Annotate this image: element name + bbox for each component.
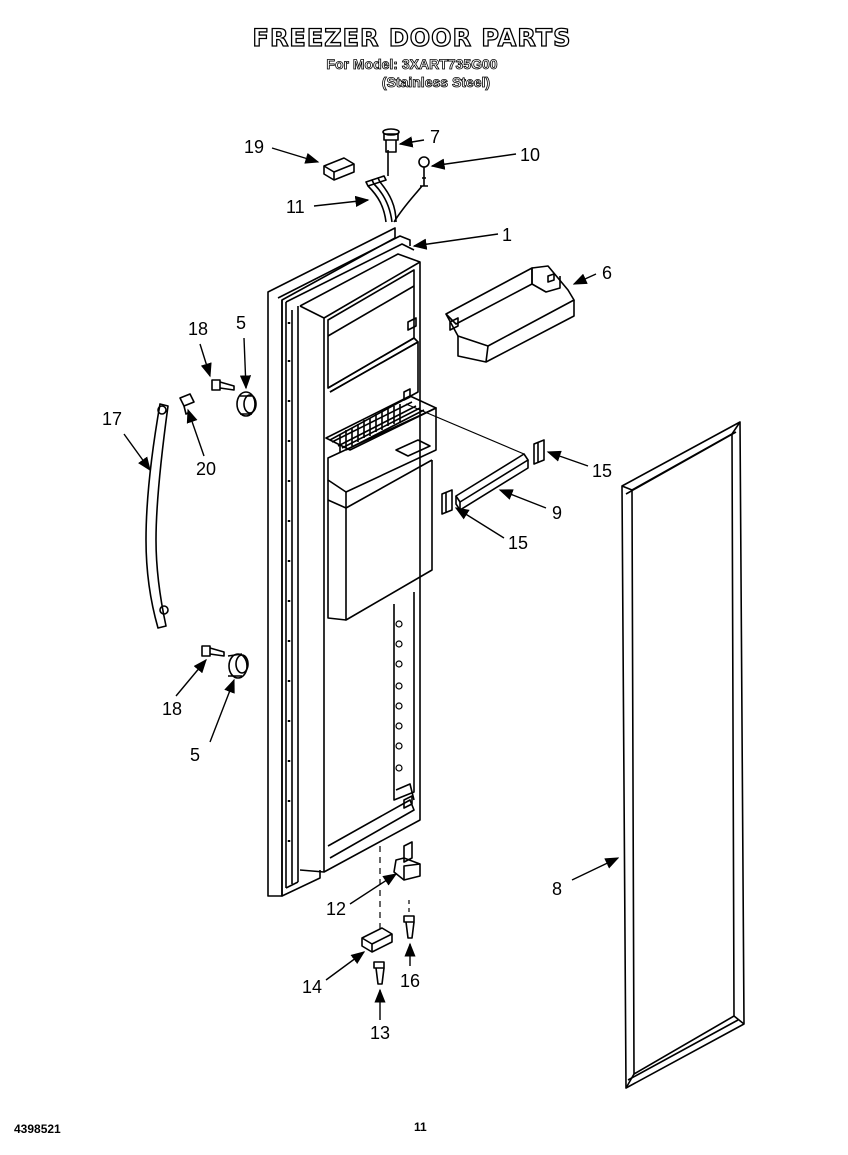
callout-10: 10 xyxy=(520,145,541,165)
callout-18-bottom: 18 xyxy=(162,699,183,719)
part-17-handle xyxy=(145,403,169,629)
callout-20: 20 xyxy=(196,459,217,479)
part-14-bracket xyxy=(361,927,393,953)
part-18-screw-top xyxy=(211,379,235,391)
callout-7: 7 xyxy=(430,127,441,147)
part-5-spacer-bottom xyxy=(227,653,249,679)
part-15-clip-left xyxy=(441,489,453,515)
document-number: 4398521 xyxy=(14,1122,61,1136)
variant-line: (Stainless Steel) xyxy=(381,74,491,91)
part-9-trim xyxy=(405,403,529,511)
callout-6: 6 xyxy=(602,263,613,283)
callout-18-top: 18 xyxy=(188,319,209,339)
part-13-screw xyxy=(373,961,385,985)
callout-19: 19 xyxy=(244,137,265,157)
part-7-plug xyxy=(382,128,400,153)
leader-lines xyxy=(123,136,620,1020)
part-6-door-shelf xyxy=(445,265,575,363)
part-11-wire-harness xyxy=(365,150,423,223)
callout-9: 9 xyxy=(552,503,563,523)
model-line: For Model: 3XART735G00 xyxy=(326,56,498,73)
callout-1: 1 xyxy=(502,225,513,245)
freezer-door-assembly xyxy=(267,227,437,897)
part-20-screw xyxy=(179,393,195,415)
part-15-clip-right xyxy=(533,439,545,465)
callout-12: 12 xyxy=(326,899,347,919)
callout-14: 14 xyxy=(302,977,323,997)
page-title: FREEZER DOOR PARTS xyxy=(252,23,572,52)
part-5-spacer-top xyxy=(236,391,257,417)
part-16-screw xyxy=(403,900,415,939)
part-10-screw xyxy=(418,156,430,187)
page-number: 11 xyxy=(414,1120,427,1134)
callout-5-top: 5 xyxy=(236,313,247,333)
callout-5-bottom: 5 xyxy=(190,745,201,765)
callout-11: 11 xyxy=(286,197,305,217)
part-18-screw-bottom xyxy=(201,645,225,657)
callout-8: 8 xyxy=(552,879,563,899)
callout-16: 16 xyxy=(400,971,421,991)
part-8-gasket xyxy=(621,421,745,1089)
callout-15-right: 15 xyxy=(592,461,613,481)
callout-17: 17 xyxy=(102,409,123,429)
part-19-connector xyxy=(323,157,355,181)
part-12-hinge-pin xyxy=(379,841,421,930)
callout-13: 13 xyxy=(370,1023,391,1043)
callout-15-left: 15 xyxy=(508,533,529,553)
